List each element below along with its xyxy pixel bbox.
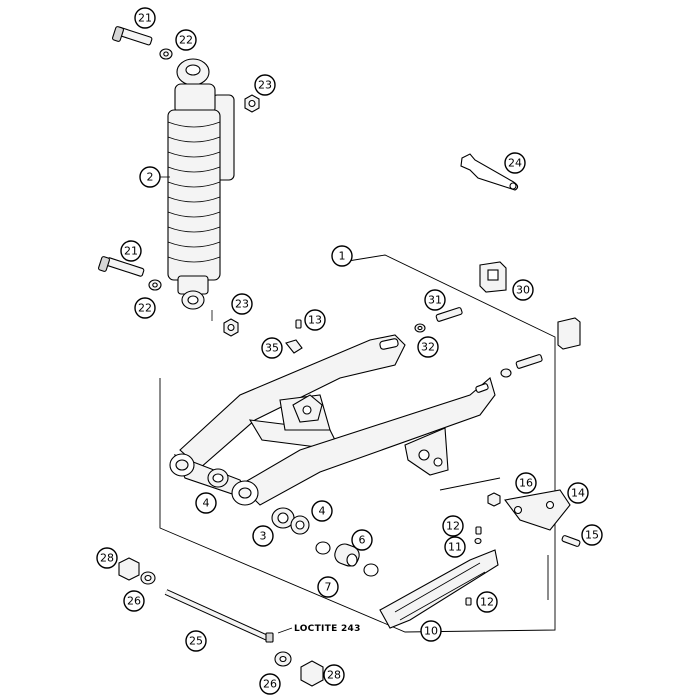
svg-text:15: 15: [585, 529, 599, 542]
seal-7: [315, 541, 379, 577]
bushing-4-right: [290, 515, 310, 535]
callout-22b: 22: [134, 297, 156, 319]
chain-guide: [379, 549, 499, 629]
chain-guide-block-30: [479, 261, 507, 293]
svg-text:4: 4: [319, 505, 326, 518]
callout-15: 15: [581, 524, 603, 546]
bushing-3: [271, 507, 295, 529]
upper-nut: [244, 94, 260, 113]
screw-12-upper: [475, 526, 482, 535]
upper-shock-bolt: [112, 26, 153, 46]
svg-text:35: 35: [265, 342, 279, 355]
clip-35: [285, 339, 303, 354]
screw-12-lower: [465, 597, 472, 606]
callout-14: 14: [567, 482, 589, 504]
svg-text:25: 25: [189, 635, 203, 648]
svg-text:16: 16: [519, 477, 533, 490]
callout-4a: 4: [195, 492, 217, 514]
loctite-note: LOCTITE 243: [277, 624, 361, 634]
svg-text:30: 30: [516, 284, 530, 297]
upper-washer: [159, 48, 173, 60]
svg-text:21: 21: [124, 245, 138, 258]
svg-text:1: 1: [339, 250, 346, 263]
svg-text:23: 23: [235, 298, 249, 311]
lower-washer: [148, 279, 162, 291]
nut-16: [487, 492, 501, 507]
callout-10: 10: [420, 620, 442, 642]
callout-32: 32: [417, 336, 439, 358]
svg-text:6: 6: [359, 534, 366, 547]
pivot-nut-right: [300, 660, 324, 687]
svg-text:4: 4: [203, 497, 210, 510]
svg-text:24: 24: [508, 157, 522, 170]
lower-nut: [223, 318, 239, 337]
loctite-label: LOCTITE 243: [294, 624, 361, 634]
callout-12b: 12: [476, 591, 498, 613]
screw-13: [295, 319, 302, 329]
svg-text:12: 12: [446, 520, 460, 533]
pivot-nut-left: [118, 557, 140, 581]
axle-adjuster-bolt-upper: [414, 307, 463, 333]
svg-text:22: 22: [138, 302, 152, 315]
svg-text:28: 28: [100, 552, 114, 565]
callout-22a: 22: [175, 29, 197, 51]
pivot-axle: [164, 589, 274, 643]
callout-30: 30: [512, 279, 534, 301]
callout-21a: 21: [134, 7, 156, 29]
callout-16: 16: [515, 472, 537, 494]
pivot-washer-left: [140, 571, 156, 585]
callout-23b: 23: [231, 293, 253, 315]
svg-text:10: 10: [424, 625, 438, 638]
svg-text:7: 7: [325, 581, 332, 594]
callout-28a: 28: [96, 547, 118, 569]
washer-11: [474, 537, 482, 545]
svg-text:28: 28: [327, 669, 341, 682]
pivot-washer-right: [274, 651, 292, 667]
callout-35: 35: [261, 337, 283, 359]
bushing-4-left: [207, 468, 229, 488]
callout-12a: 12: [442, 515, 464, 537]
callout-1: 1: [331, 245, 353, 267]
callout-25: 25: [185, 630, 207, 652]
spacer-6: [334, 543, 360, 567]
hook-wrench: [460, 153, 519, 191]
callout-7: 7: [317, 576, 339, 598]
svg-text:14: 14: [571, 487, 585, 500]
callout-28b: 28: [323, 664, 345, 686]
svg-text:13: 13: [308, 314, 322, 327]
axle-adjuster-bolt-lower: [500, 354, 543, 378]
callout-4b: 4: [311, 500, 333, 522]
callout-6: 6: [351, 529, 373, 551]
callout-24: 24: [504, 152, 526, 174]
svg-text:32: 32: [421, 341, 435, 354]
callout-23a: 23: [254, 74, 276, 96]
svg-text:3: 3: [260, 530, 267, 543]
guard-14: [504, 489, 571, 531]
callout-31: 31: [424, 289, 446, 311]
chain-slider-block: [557, 317, 581, 350]
spring-coils: [167, 121, 221, 263]
svg-text:21: 21: [138, 12, 152, 25]
svg-text:12: 12: [480, 596, 494, 609]
screw-15: [561, 535, 581, 547]
svg-text:22: 22: [179, 34, 193, 47]
svg-text:26: 26: [263, 678, 277, 691]
callout-11: 11: [444, 536, 466, 558]
svg-text:31: 31: [428, 294, 442, 307]
callout-26b: 26: [259, 673, 281, 695]
callout-26a: 26: [123, 590, 145, 612]
svg-text:23: 23: [258, 79, 272, 92]
callout-21b: 21: [120, 240, 142, 262]
callout-13: 13: [304, 309, 326, 331]
shock-absorber: [167, 58, 235, 310]
swingarm-assembly-frame: [159, 254, 556, 633]
callout-2: 2: [139, 166, 161, 188]
svg-text:26: 26: [127, 595, 141, 608]
svg-text:11: 11: [448, 541, 462, 554]
svg-text:2: 2: [147, 171, 154, 184]
lower-shock-bolt: [98, 256, 145, 277]
callout-3: 3: [252, 525, 274, 547]
